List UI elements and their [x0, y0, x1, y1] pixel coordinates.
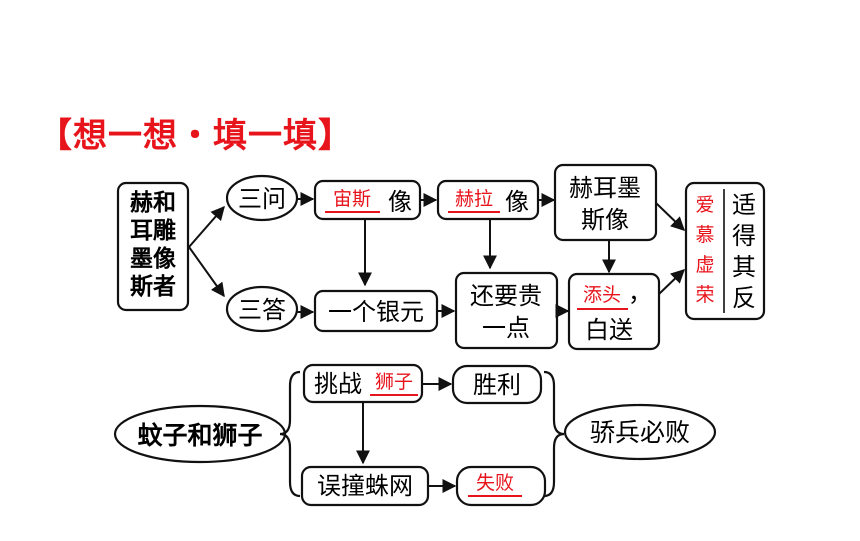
conclusion-char-3: 其: [732, 253, 756, 281]
conclusion-char-2: 得: [732, 222, 756, 250]
arrow-ask3-to-reading: [655, 202, 686, 231]
reading-char-1: 爱: [695, 194, 714, 216]
reply3-answer: 添头: [583, 284, 621, 306]
arrow-root-to-asks: [188, 205, 225, 248]
root-box: [116, 181, 190, 312]
ask1-box: [313, 179, 422, 221]
root-line-3: 墨像: [130, 245, 177, 272]
step1-answer: 狮子: [375, 371, 413, 393]
moral-oval: [563, 403, 717, 461]
reading-char-4: 荣: [695, 284, 714, 306]
reply1-label: 一个银元: [328, 298, 424, 326]
reading-char-3: 虚: [695, 254, 714, 276]
step1-prefix: 挑战: [314, 370, 362, 398]
conclusion-char-1: 适: [732, 191, 756, 219]
right-brace: [543, 370, 565, 498]
ask2-answer: 赫拉: [455, 188, 493, 210]
asks-label: 三问: [238, 185, 286, 213]
ask3-box: [553, 163, 658, 242]
answers-label: 三答: [238, 296, 286, 324]
conclusion-box: [684, 181, 766, 321]
step1-result-box: [451, 364, 543, 405]
ask3-line-1: 赫耳墨: [569, 174, 641, 202]
reply2-line-1: 还要贵: [470, 282, 542, 310]
ask1-answer: 宙斯: [333, 188, 371, 210]
reply3-line-2: 白送: [585, 316, 633, 344]
arrow-reply3-to-reading: [658, 269, 686, 295]
step1-result-label: 胜利: [473, 371, 521, 399]
ask1-suffix: 像: [388, 188, 412, 216]
step2-answer: 失败: [476, 472, 514, 494]
root-line-4: 斯者: [130, 273, 176, 300]
reply2-line-2: 一点: [482, 314, 530, 342]
ask2-suffix: 像: [505, 188, 529, 216]
reply3-box: [567, 272, 661, 351]
conclusion-char-4: 反: [732, 284, 756, 312]
page-title: 【想一想・填一填】: [38, 116, 353, 156]
step2-box: [300, 465, 430, 507]
left-brace: [279, 370, 301, 498]
root-line-2: 耳雕: [130, 217, 176, 244]
ask2-box: [436, 179, 540, 221]
answers-oval: [225, 285, 299, 333]
root-line-1: 赫和: [130, 190, 176, 216]
fable2-root-label: 蚊子和狮子: [137, 421, 262, 450]
step2-label: 误撞蛛网: [317, 472, 413, 500]
reply3-comma: ，: [628, 279, 652, 307]
arrow-root-to-answers: [188, 246, 225, 298]
reply1-box: [313, 289, 439, 333]
ask3-line-2: 斯像: [581, 206, 629, 234]
moral-label: 骄兵必败: [590, 418, 690, 447]
reading-char-2: 慕: [695, 224, 714, 246]
